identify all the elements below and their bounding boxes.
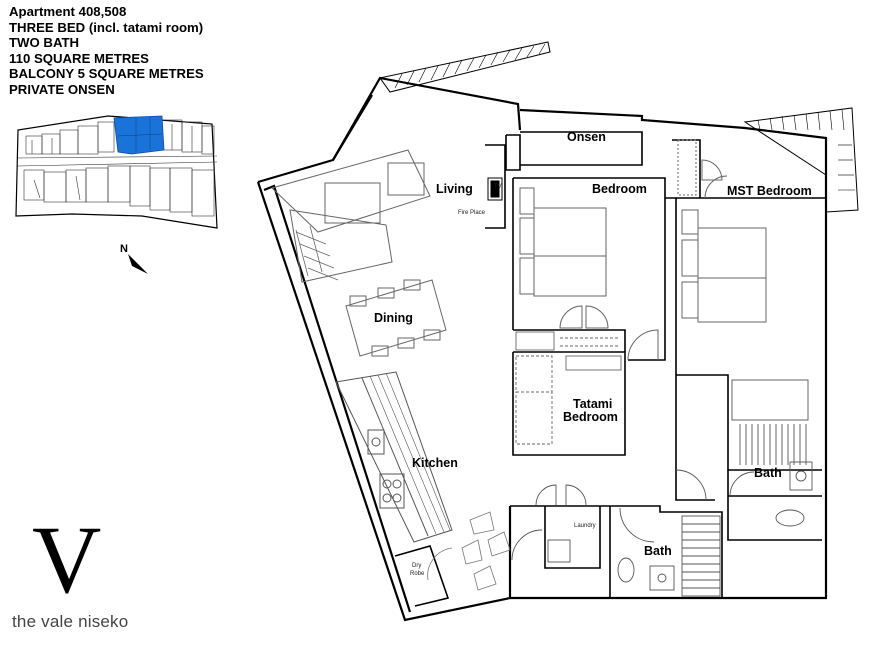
balcony-area: BALCONY 5 SQUARE METRES [9, 66, 204, 82]
balcony-left [379, 41, 551, 93]
north-arrow-icon [128, 254, 148, 274]
room-label-onsen: Onsen [567, 130, 606, 144]
north-label: N [120, 243, 128, 255]
apartment-number: Apartment 408,508 [9, 4, 127, 19]
room-label-tatami-2: Bedroom [563, 410, 618, 424]
interior-walls [394, 131, 826, 607]
key-plan [15, 115, 218, 229]
dining-furniture [345, 279, 447, 357]
room-label-bedroom: Bedroom [592, 182, 647, 196]
fire-place-label: Fire Place [458, 210, 486, 216]
living-furniture [271, 149, 431, 283]
tatami-furniture [515, 331, 622, 445]
tv-label: TV [494, 184, 502, 190]
balcony-right [743, 107, 859, 213]
logo-mark: V [32, 506, 102, 613]
outer-walls [256, 76, 828, 622]
room-label-tatami-1: Tatami [573, 397, 612, 411]
bathroom-count: TWO BATH [9, 35, 80, 51]
room-label-dining: Dining [374, 311, 413, 325]
apartment-info: Apartment 408,508 THREE BED (incl. tatam… [9, 4, 204, 98]
entry-tiles [427, 511, 511, 591]
laundry-label: Laundry [574, 523, 596, 529]
bath-lower-fixtures [617, 507, 721, 597]
bath-right-fixtures [675, 379, 813, 527]
room-label-kitchen: Kitchen [412, 456, 458, 470]
dry-robe-label-2: Robe [410, 571, 425, 577]
kitchen-counter [335, 371, 453, 543]
tv-fireplace [487, 177, 503, 201]
bedroom-count: THREE BED (incl. tatami room) [9, 19, 204, 35]
key-plan-units [17, 119, 218, 217]
logo-name: the vale niseko [12, 612, 129, 631]
onsen-feature: PRIVATE ONSEN [9, 81, 115, 97]
laundry-fixtures [511, 484, 587, 563]
bedroom-furniture [519, 187, 659, 361]
room-label-bath-right: Bath [754, 466, 782, 480]
room-label-living: Living [436, 182, 473, 196]
north-arrow: N [120, 243, 148, 274]
vale-niseko-logo: V the vale niseko [10, 510, 140, 635]
dry-robe-label-1: Dry [412, 563, 421, 569]
room-label-mst-bedroom: MST Bedroom [727, 184, 812, 198]
floor-area: 110 SQUARE METRES [9, 50, 149, 66]
room-label-bath-lower: Bath [644, 544, 672, 558]
mst-bedroom-furniture [677, 139, 767, 323]
